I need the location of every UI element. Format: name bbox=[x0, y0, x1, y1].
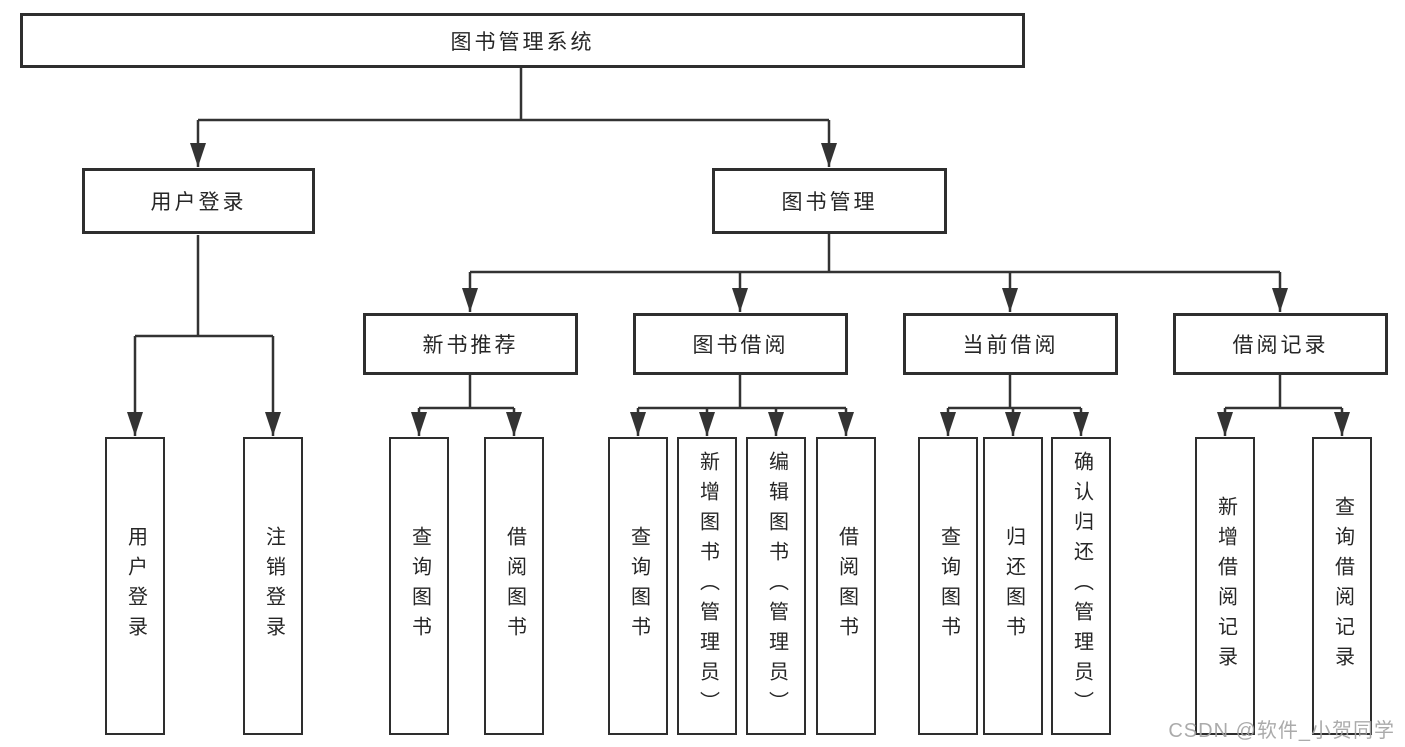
node-book-borrow-label: 图书借阅 bbox=[692, 334, 789, 357]
node-borrow-records: 借阅记录 bbox=[1173, 313, 1388, 375]
edge-current-borrow-branch bbox=[948, 375, 1081, 410]
edge-user-login-branch bbox=[135, 235, 273, 338]
leaf-br-query-record: 查询借阅记录 bbox=[1312, 437, 1372, 735]
leaf-br-query-record-label: 查询借阅记录 bbox=[1331, 496, 1354, 676]
edge-trunks bbox=[135, 68, 1342, 410]
edge-new-books-branch bbox=[419, 375, 514, 410]
leaf-bb-query-books: 查询图书 bbox=[608, 437, 668, 735]
leaf-br-add-record-label: 新增借阅记录 bbox=[1214, 496, 1237, 676]
leaf-nb-query-books-label: 查询图书 bbox=[408, 526, 431, 646]
leaf-user-login-label: 用户登录 bbox=[124, 526, 147, 646]
node-new-books-label: 新书推荐 bbox=[422, 334, 519, 357]
leaf-bb-add-books-admin: 新增图书（管理员） bbox=[677, 437, 737, 735]
leaf-bb-add-books-admin-label: 新增图书（管理员） bbox=[696, 451, 719, 721]
leaf-user-login: 用户登录 bbox=[105, 437, 165, 735]
node-new-books: 新书推荐 bbox=[363, 313, 578, 375]
leaf-bb-borrow-books-label: 借阅图书 bbox=[835, 526, 858, 646]
node-book-mgmt: 图书管理 bbox=[712, 168, 947, 234]
node-current-borrow-label: 当前借阅 bbox=[962, 334, 1059, 357]
leaf-bb-borrow-books: 借阅图书 bbox=[816, 437, 876, 735]
leaf-logout: 注销登录 bbox=[243, 437, 303, 735]
node-user-login: 用户登录 bbox=[82, 168, 315, 234]
leaf-nb-borrow-books-label: 借阅图书 bbox=[503, 526, 526, 646]
node-book-mgmt-label: 图书管理 bbox=[781, 191, 878, 214]
edge-arrows bbox=[127, 120, 1350, 436]
node-borrow-records-label: 借阅记录 bbox=[1232, 334, 1329, 357]
leaf-cb-query-books: 查询图书 bbox=[918, 437, 978, 735]
node-root-label: 图书管理系统 bbox=[450, 30, 595, 54]
edge-borrow-records-branch bbox=[1225, 375, 1342, 410]
leaf-nb-query-books: 查询图书 bbox=[389, 437, 449, 735]
leaf-cb-return-books: 归还图书 bbox=[983, 437, 1043, 735]
watermark: CSDN @软件_小贺同学 bbox=[1168, 720, 1395, 742]
node-current-borrow: 当前借阅 bbox=[903, 313, 1118, 375]
leaf-cb-confirm-return-admin-label: 确认归还（管理员） bbox=[1070, 451, 1093, 721]
leaf-logout-label: 注销登录 bbox=[262, 526, 285, 646]
edge-book-borrow-branch bbox=[638, 375, 846, 410]
node-book-borrow: 图书借阅 bbox=[633, 313, 848, 375]
leaf-bb-edit-books-admin-label: 编辑图书（管理员） bbox=[765, 451, 788, 721]
node-user-login-label: 用户登录 bbox=[150, 191, 247, 214]
node-root: 图书管理系统 bbox=[20, 13, 1025, 68]
leaf-bb-query-books-label: 查询图书 bbox=[627, 526, 650, 646]
leaf-bb-edit-books-admin: 编辑图书（管理员） bbox=[746, 437, 806, 735]
edge-book-mgmt-branch bbox=[470, 234, 1280, 274]
edge-root-branch bbox=[198, 68, 829, 122]
leaf-cb-return-books-label: 归还图书 bbox=[1002, 526, 1025, 646]
leaf-nb-borrow-books: 借阅图书 bbox=[484, 437, 544, 735]
leaf-br-add-record: 新增借阅记录 bbox=[1195, 437, 1255, 735]
leaf-cb-confirm-return-admin: 确认归还（管理员） bbox=[1051, 437, 1111, 735]
leaf-cb-query-books-label: 查询图书 bbox=[937, 526, 960, 646]
